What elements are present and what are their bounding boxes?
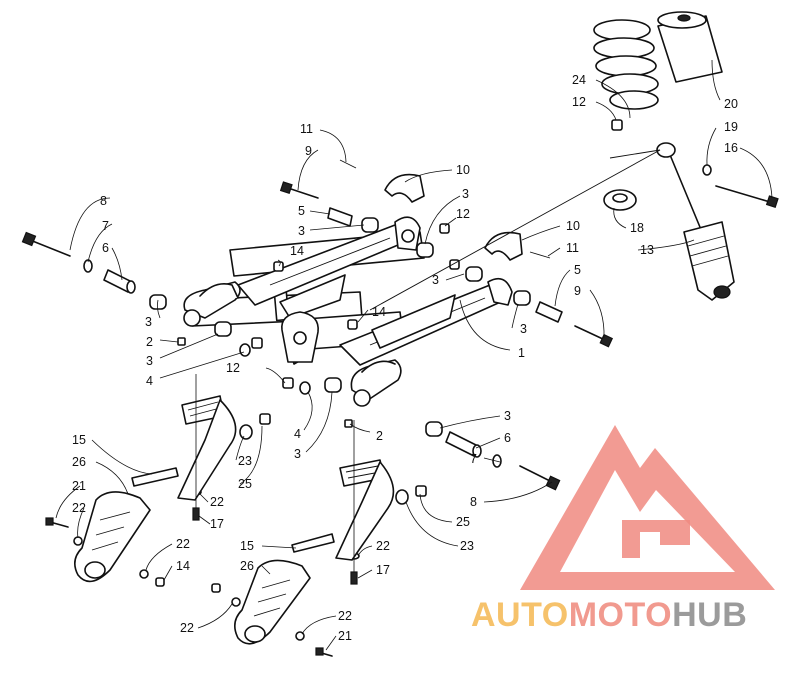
callout-14: 14 [176,559,190,573]
watermark-logo [520,425,775,590]
leader-lines [55,59,773,651]
callout-8: 8 [100,194,107,208]
callout-5: 5 [298,204,305,218]
left-brace [74,395,237,583]
callout-3: 3 [504,409,511,423]
callout-4: 4 [294,427,301,441]
callout-26: 26 [72,455,86,469]
callout-3: 3 [294,447,301,461]
callout-2: 2 [146,335,153,349]
callout-10: 10 [566,219,580,233]
washers-and-nuts [73,119,712,641]
callout-23: 23 [238,454,252,468]
callout-13: 13 [640,243,654,257]
callout-17: 17 [210,517,224,531]
callout-5: 5 [574,263,581,277]
lower-arm [339,277,513,366]
callout-6: 6 [102,241,109,255]
callout-12: 12 [572,95,586,109]
callout-24: 24 [572,73,586,87]
callout-7: 7 [102,219,109,233]
spring-seat [603,189,637,211]
callout-20: 20 [724,97,738,111]
callout-10: 10 [456,163,470,177]
callout-4: 4 [146,374,153,388]
callout-22: 22 [210,495,224,509]
callout-23: 23 [460,539,474,553]
callout-3: 3 [298,224,305,238]
bolts [21,181,779,657]
callout-18: 18 [630,221,644,235]
callout-11: 11 [566,241,579,255]
shock-absorber [609,142,735,301]
callout-3: 3 [520,322,527,336]
callout-22: 22 [176,537,190,551]
callout-6: 6 [504,431,511,445]
callout-3: 3 [462,187,469,201]
center-mount [281,311,319,363]
callout-1: 1 [518,346,525,360]
callout-2: 2 [376,429,383,443]
callout-22: 22 [72,501,86,515]
callout-22: 22 [338,609,352,623]
wear-caps [339,159,551,261]
watermark-word-auto: AUTO [471,596,569,634]
callout-3: 3 [432,273,439,287]
callout-3: 3 [145,315,152,329]
callout-19: 19 [724,120,738,134]
callout-labels: 8 7 6 3 2 3 4 12 14 11 9 5 3 10 3 12 24 … [72,73,738,643]
callout-17: 17 [376,563,390,577]
right-brace [234,459,395,645]
callout-15: 15 [240,539,254,553]
watermark-word-hub: HUB [672,596,748,634]
callout-12: 12 [226,361,240,375]
watermark-word-moto: MOTO [568,596,673,634]
callout-11: 11 [300,122,313,136]
callout-9: 9 [574,284,581,298]
callout-22: 22 [376,539,390,553]
right-clevis [350,359,402,407]
callout-12: 12 [456,207,470,221]
callout-26: 26 [240,559,254,573]
link-pins [192,374,358,585]
callout-16: 16 [724,141,738,155]
callout-9: 9 [305,144,312,158]
callout-21: 21 [338,629,352,643]
callout-7: 7 [470,452,477,466]
callout-14: 14 [290,244,304,258]
spring [593,19,659,110]
callout-8: 8 [470,495,477,509]
callout-3: 3 [146,354,153,368]
callout-14: 14 [372,305,386,319]
callout-21: 21 [72,479,86,493]
sleeves [103,207,563,458]
callout-25: 25 [456,515,470,529]
callout-25: 25 [238,477,252,491]
shock-boot [657,11,723,83]
callout-15: 15 [72,433,86,447]
watermark-wordmark: AUTOMOTOHUB [471,596,747,635]
left-clevis [183,281,241,327]
callout-22: 22 [180,621,194,635]
